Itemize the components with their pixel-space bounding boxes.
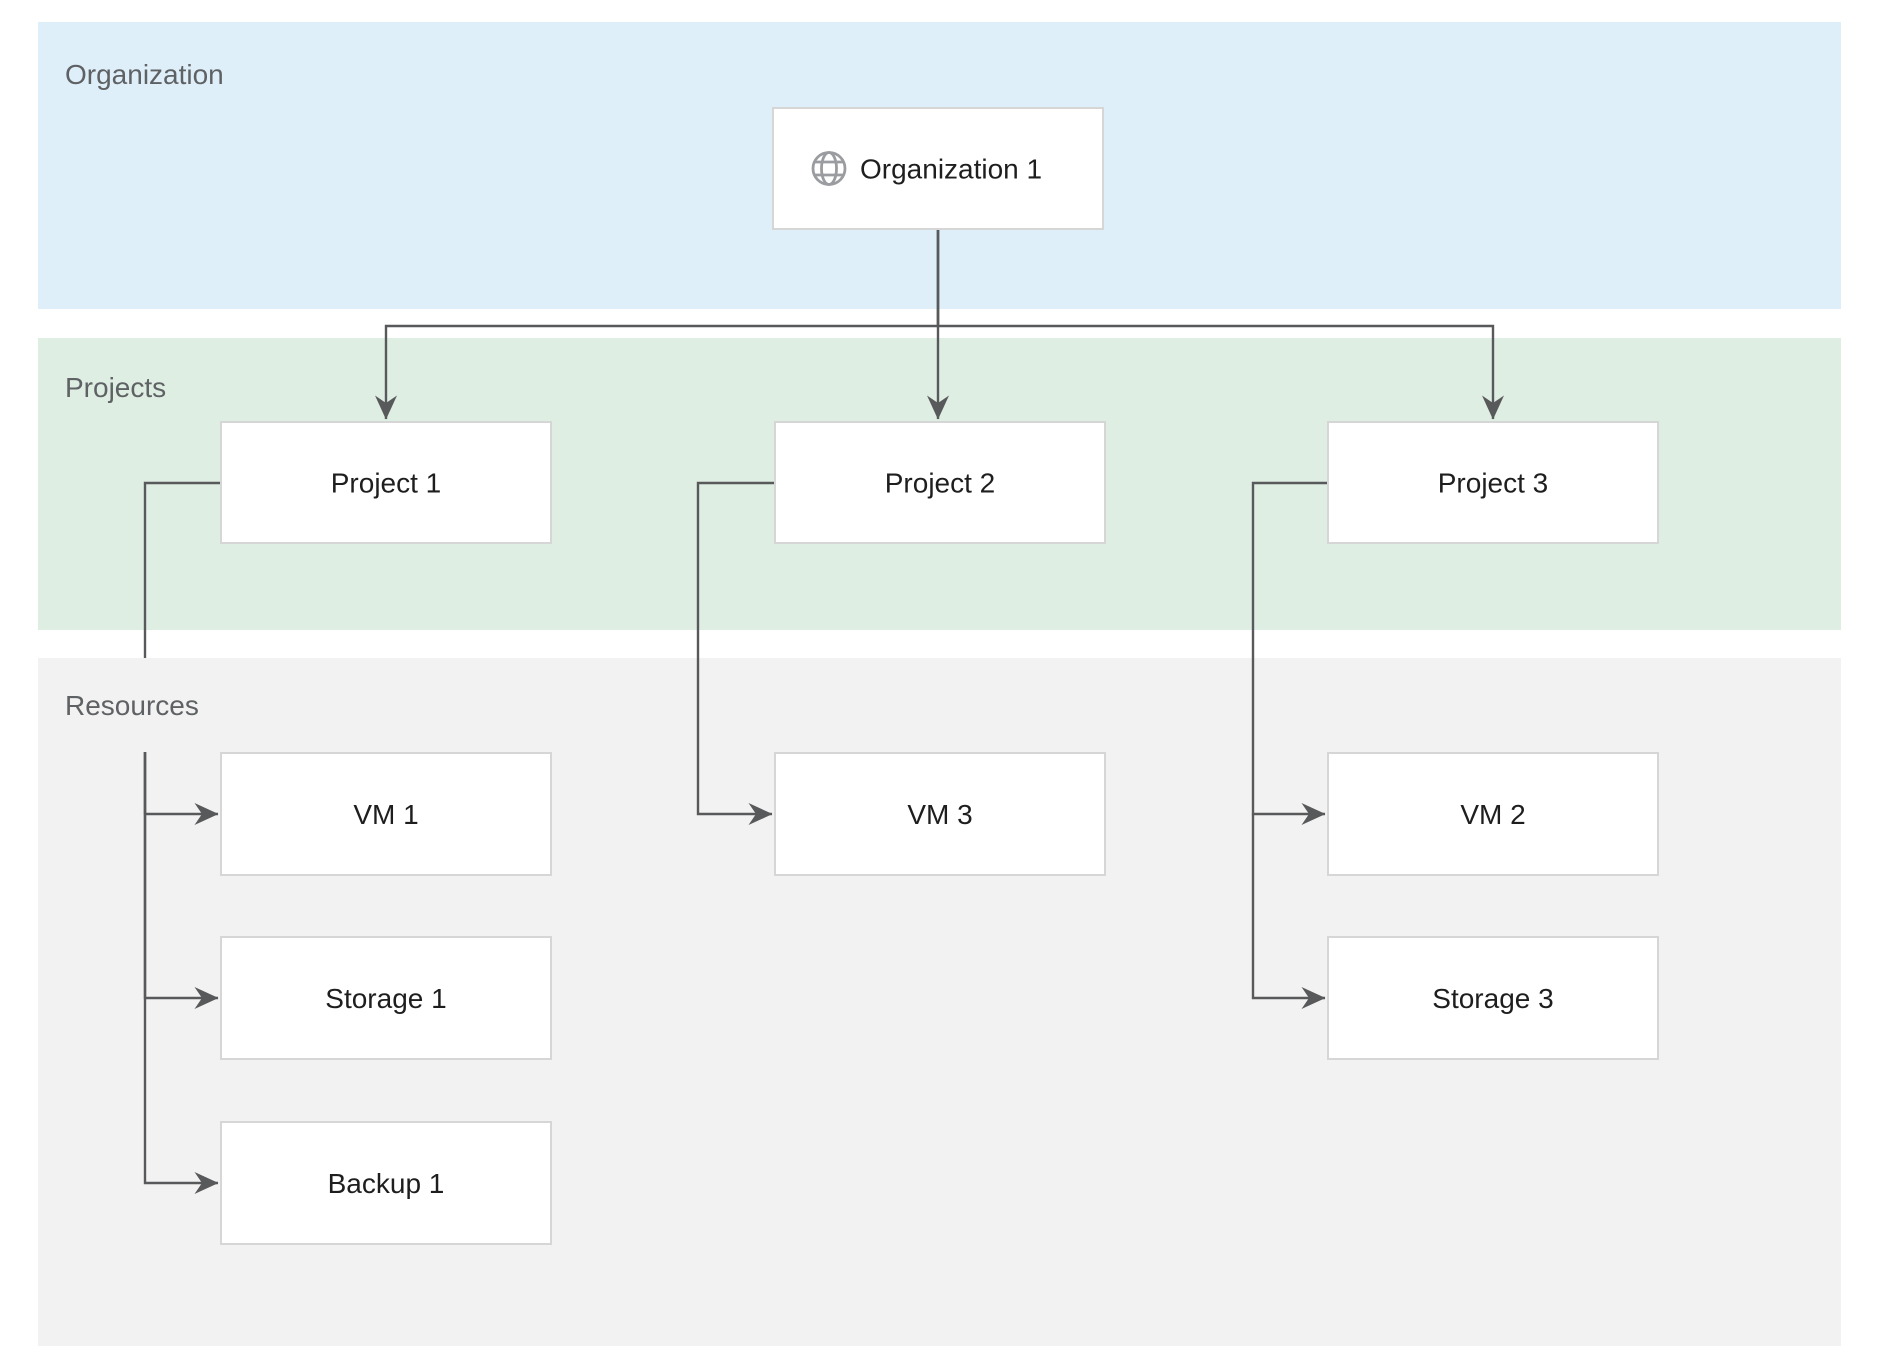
node-label: VM 2 [1460, 799, 1525, 830]
edge-project3-storage3 [1251, 814, 1326, 1009]
node-project-3: Project 3 [1327, 421, 1659, 544]
resources-band-label: Resources [65, 690, 199, 721]
node-label: Backup 1 [328, 1168, 445, 1199]
node-project-2: Project 2 [774, 421, 1106, 544]
node-label: Organization 1 [860, 153, 1042, 184]
node-box [774, 752, 1106, 876]
node-box [220, 421, 552, 544]
node-label: VM 3 [907, 799, 972, 830]
node-vm-2: VM 3 [774, 752, 1106, 876]
node-storage-1: Storage 1 [220, 936, 552, 1060]
node-vm-1: VM 1 [220, 752, 552, 876]
node-label: Project 3 [1438, 467, 1549, 498]
node-label: Storage 3 [1432, 983, 1553, 1014]
node-box [1327, 421, 1659, 544]
node-label: Project 1 [331, 467, 442, 498]
edge-project1-backup1 [143, 752, 219, 1194]
node-organization-1: Organization 1 [772, 107, 1104, 230]
node-box [772, 107, 1104, 230]
node-box [1327, 936, 1659, 1060]
edge-project3-vm3 [1251, 481, 1328, 825]
edge-project2-vm2 [696, 481, 775, 825]
edge-organization1-project3 [936, 229, 1504, 420]
projects-band-label: Projects [65, 372, 166, 403]
node-box [220, 752, 552, 876]
node-backup-1: Backup 1 [220, 1121, 552, 1245]
node-label: VM 1 [353, 799, 418, 830]
node-storage-3: Storage 3 [1327, 936, 1659, 1060]
node-box [220, 936, 552, 1060]
globe-icon [811, 151, 847, 186]
node-label: Storage 1 [325, 983, 446, 1014]
node-vm-3: VM 2 [1327, 752, 1659, 876]
node-box [220, 1121, 552, 1245]
organization-band-label: Organization [65, 59, 224, 90]
node-label: Project 2 [885, 467, 996, 498]
node-box [774, 421, 1106, 544]
node-project-1: Project 1 [220, 421, 552, 544]
node-box [1327, 752, 1659, 876]
